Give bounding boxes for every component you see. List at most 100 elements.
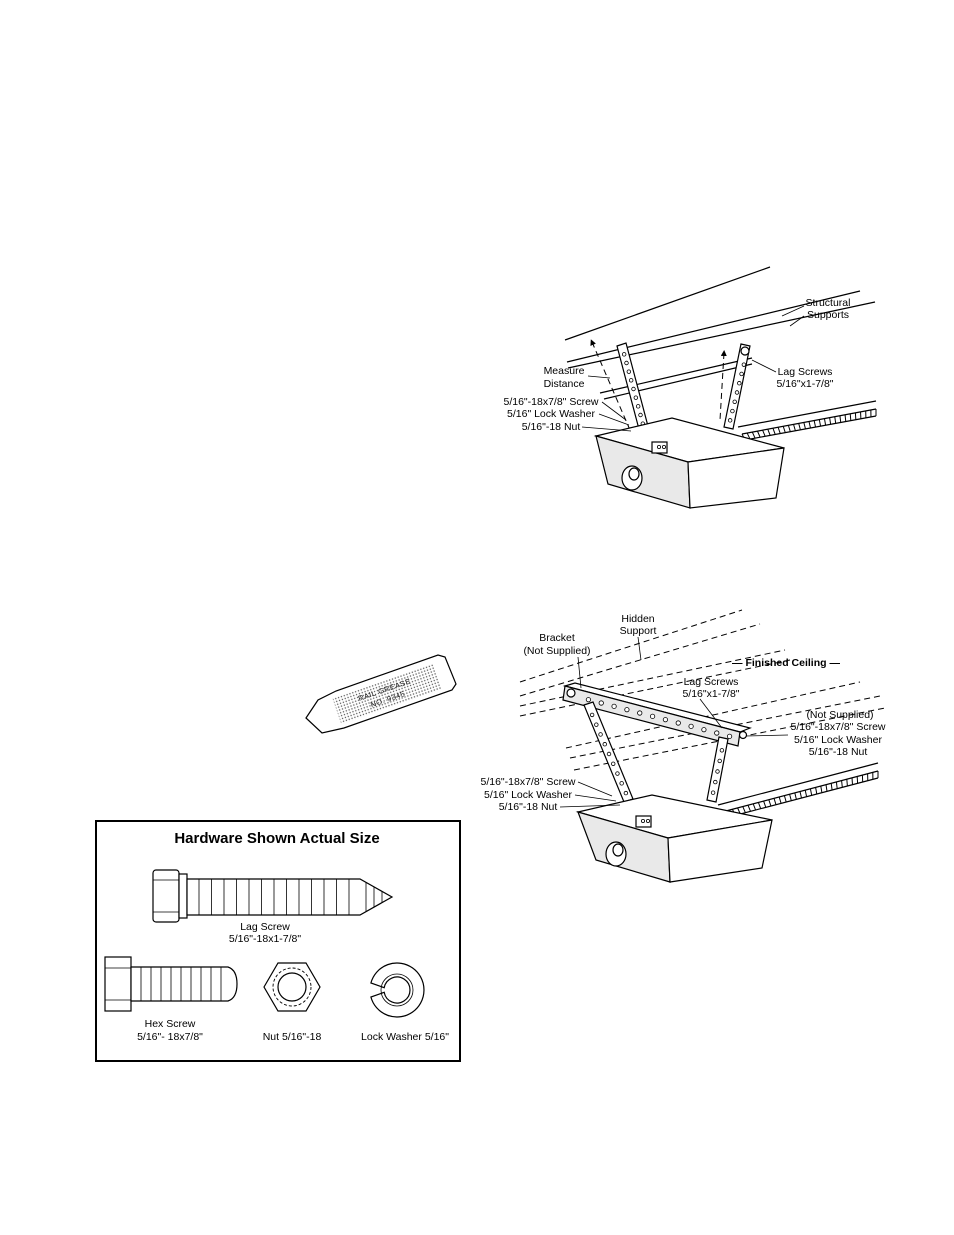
bracket-hole xyxy=(635,404,641,409)
hanging-bracket-right xyxy=(706,736,729,803)
bracket-hole xyxy=(662,717,669,723)
bracket-hole xyxy=(611,761,616,766)
light-bulb-icon xyxy=(628,467,640,481)
lag-screw-head xyxy=(740,346,750,356)
bracket-hole xyxy=(739,371,744,377)
rail-hatch xyxy=(829,417,832,425)
left-hardware-label-line3: 5/16"-18 Nut xyxy=(499,801,558,813)
rail-hatch xyxy=(778,796,782,804)
rail-hatch xyxy=(841,780,843,788)
screw-label: 5/16"-18x7/8" Screw xyxy=(503,396,598,408)
rail-hatch xyxy=(846,779,848,787)
bracket-hole xyxy=(649,713,656,719)
right-hardware-label-line3: 5/16" Lock Washer xyxy=(794,734,882,746)
bracket-hole xyxy=(714,730,720,736)
bracket-hole xyxy=(737,381,742,386)
measure-label-line2: Distance xyxy=(544,378,585,390)
hidden-support-label-line2: Support xyxy=(620,625,657,637)
rail-grease-packet: RAIL GREASE NO. 9345 xyxy=(305,654,457,734)
bracket-hole xyxy=(628,378,634,383)
rail-hatch xyxy=(834,416,837,424)
bracket-hole xyxy=(637,710,643,716)
bracket-hole xyxy=(598,732,603,737)
bracket-label-line1: Bracket xyxy=(539,632,575,644)
bracket-hole xyxy=(624,360,629,366)
bracket-hole xyxy=(606,751,612,757)
structural-label-line1: Structural xyxy=(806,297,851,309)
rail-hatch xyxy=(752,803,757,811)
bracket-hole xyxy=(624,707,630,713)
right-hardware-label-line2: 5/16"-18x7/8" Screw xyxy=(790,721,885,733)
rail-hatch xyxy=(789,794,792,801)
rail-hatch xyxy=(851,777,853,785)
rail-hatch xyxy=(804,790,808,797)
bracket-hole xyxy=(717,758,722,764)
finished-ceiling-install-diagram: Hidden Support Bracket (Not Supplied) — … xyxy=(480,609,886,883)
lag-screw-head xyxy=(738,730,748,740)
rail-hatch xyxy=(747,804,751,812)
rail-hatch xyxy=(835,781,838,789)
nut-label: Nut 5/16"-18 xyxy=(263,1031,322,1043)
lag-screw-head xyxy=(566,688,576,698)
bracket-hole xyxy=(715,769,720,774)
lag-screws-label-line1: Lag Screws xyxy=(778,366,833,378)
finished-ceiling-label: — Finished Ceiling — xyxy=(732,657,840,669)
light-bulb-icon xyxy=(612,843,624,857)
rail-hatch xyxy=(773,798,777,805)
ceiling-bracket xyxy=(562,682,752,747)
bottom-leader-lines xyxy=(559,636,789,808)
nut-label: 5/16"-18 Nut xyxy=(522,421,581,433)
rail-hatch xyxy=(793,424,796,431)
rail-hatch xyxy=(818,419,822,427)
bracket-label-line2: (Not Supplied) xyxy=(523,645,590,657)
rail-hatch xyxy=(757,430,761,438)
rail-hatch xyxy=(757,802,762,809)
bracket-hole xyxy=(623,790,629,796)
terminal-panel xyxy=(651,441,668,454)
lag-screw-size: 5/16"-18x1-7/8" xyxy=(229,933,302,945)
rail-hatch xyxy=(783,795,787,803)
bracket-hole xyxy=(727,418,733,423)
bracket-hole xyxy=(602,742,607,747)
bracket-hole xyxy=(688,723,694,729)
bracket-hole xyxy=(594,722,599,727)
lag-screws-label-line1: Lag Screws xyxy=(684,676,739,688)
rail-hatch xyxy=(839,415,842,423)
rail-hatch xyxy=(820,785,823,793)
lag-screw-illustration xyxy=(152,869,394,923)
hex-screw-illustration xyxy=(104,956,238,1012)
bracket-hole xyxy=(732,399,737,404)
bracket-hole xyxy=(585,697,592,703)
measure-label-line1: Measure xyxy=(544,365,585,377)
bracket-hole xyxy=(734,390,740,395)
rail-hatch xyxy=(762,429,766,437)
hidden-support-label-line1: Hidden xyxy=(621,613,654,625)
rail-hatch xyxy=(815,787,818,795)
structural-label-line2: Supports xyxy=(807,309,849,321)
rail-hatch xyxy=(830,783,833,791)
rail-hatch xyxy=(808,421,811,429)
rail-hatch xyxy=(767,429,771,436)
bracket-hole xyxy=(638,412,643,418)
hanging-bracket-right xyxy=(723,343,751,430)
bracket-hole xyxy=(730,408,735,414)
hex-screw-name: Hex Screw xyxy=(145,1018,196,1030)
left-hardware-label-line1: 5/16"-18x7/8" Screw xyxy=(480,776,575,788)
bracket-hole xyxy=(619,781,624,786)
lock-washer-label: 5/16" Lock Washer xyxy=(507,408,595,420)
hex-screw-size: 5/16"- 18x7/8" xyxy=(137,1031,203,1043)
right-hardware-label-line1: (Not Supplied) xyxy=(806,709,873,721)
finished-ceiling-lines xyxy=(565,681,886,771)
rail-hatch xyxy=(782,426,786,433)
nut-illustration xyxy=(263,962,321,1012)
bracket-hole xyxy=(615,771,620,776)
lock-washer-label: Lock Washer 5/16" xyxy=(361,1031,449,1043)
rail-hatch xyxy=(813,420,817,428)
rail-hatch xyxy=(844,414,847,422)
top-leader-lines xyxy=(581,305,805,432)
opener-rail xyxy=(717,762,879,819)
hardware-actual-size-box: Hardware Shown Actual Size Lag Screw 5/1… xyxy=(95,820,461,1062)
rail-hatch xyxy=(798,423,801,430)
bracket-hole xyxy=(710,790,716,795)
bracket-hole xyxy=(589,712,595,718)
